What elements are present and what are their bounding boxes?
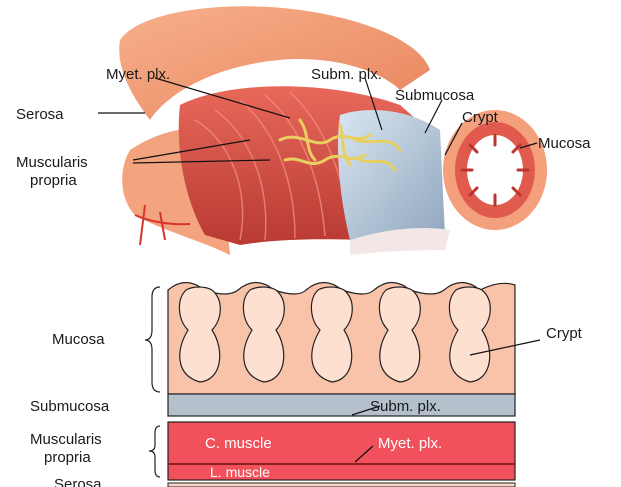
label-bottom-subm-plx: Subm. plx. [370, 398, 441, 415]
label-bottom-submucosa: Submucosa [30, 398, 110, 415]
crypt [379, 287, 420, 382]
braces [145, 287, 160, 477]
label-top-myet-plx: Myet. plx. [106, 66, 170, 83]
label-top-muscularis-1: Muscularis [16, 154, 88, 171]
intestine-illustration [98, 6, 547, 255]
label-bottom-c-muscle: C. muscle [205, 435, 272, 452]
cross-section-diagram [145, 283, 540, 487]
crypt [449, 287, 490, 382]
label-bottom-serosa: Serosa [54, 476, 102, 487]
label-top-serosa: Serosa [16, 106, 64, 123]
submucosa-layer [168, 394, 515, 416]
label-bottom-crypt: Crypt [546, 325, 583, 342]
label-top-muscularis-2: propria [30, 172, 77, 189]
label-top-crypt: Crypt [462, 109, 499, 126]
label-bottom-l-muscle: L. muscle [210, 464, 270, 480]
label-top-subm-plx: Subm. plx. [311, 66, 382, 83]
label-top-mucosa: Mucosa [538, 135, 591, 152]
label-top-submucosa: Submucosa [395, 87, 475, 104]
label-bottom-muscularis-2: propria [44, 449, 91, 466]
crypt [311, 287, 352, 382]
label-bottom-mucosa: Mucosa [52, 331, 105, 348]
label-bottom-muscularis-1: Muscularis [30, 431, 102, 448]
crypt [179, 287, 220, 382]
crypt [243, 287, 284, 382]
serosa-layer [168, 483, 515, 487]
submucosa-band [338, 110, 445, 242]
label-bottom-myet-plx: Myet. plx. [378, 435, 442, 452]
